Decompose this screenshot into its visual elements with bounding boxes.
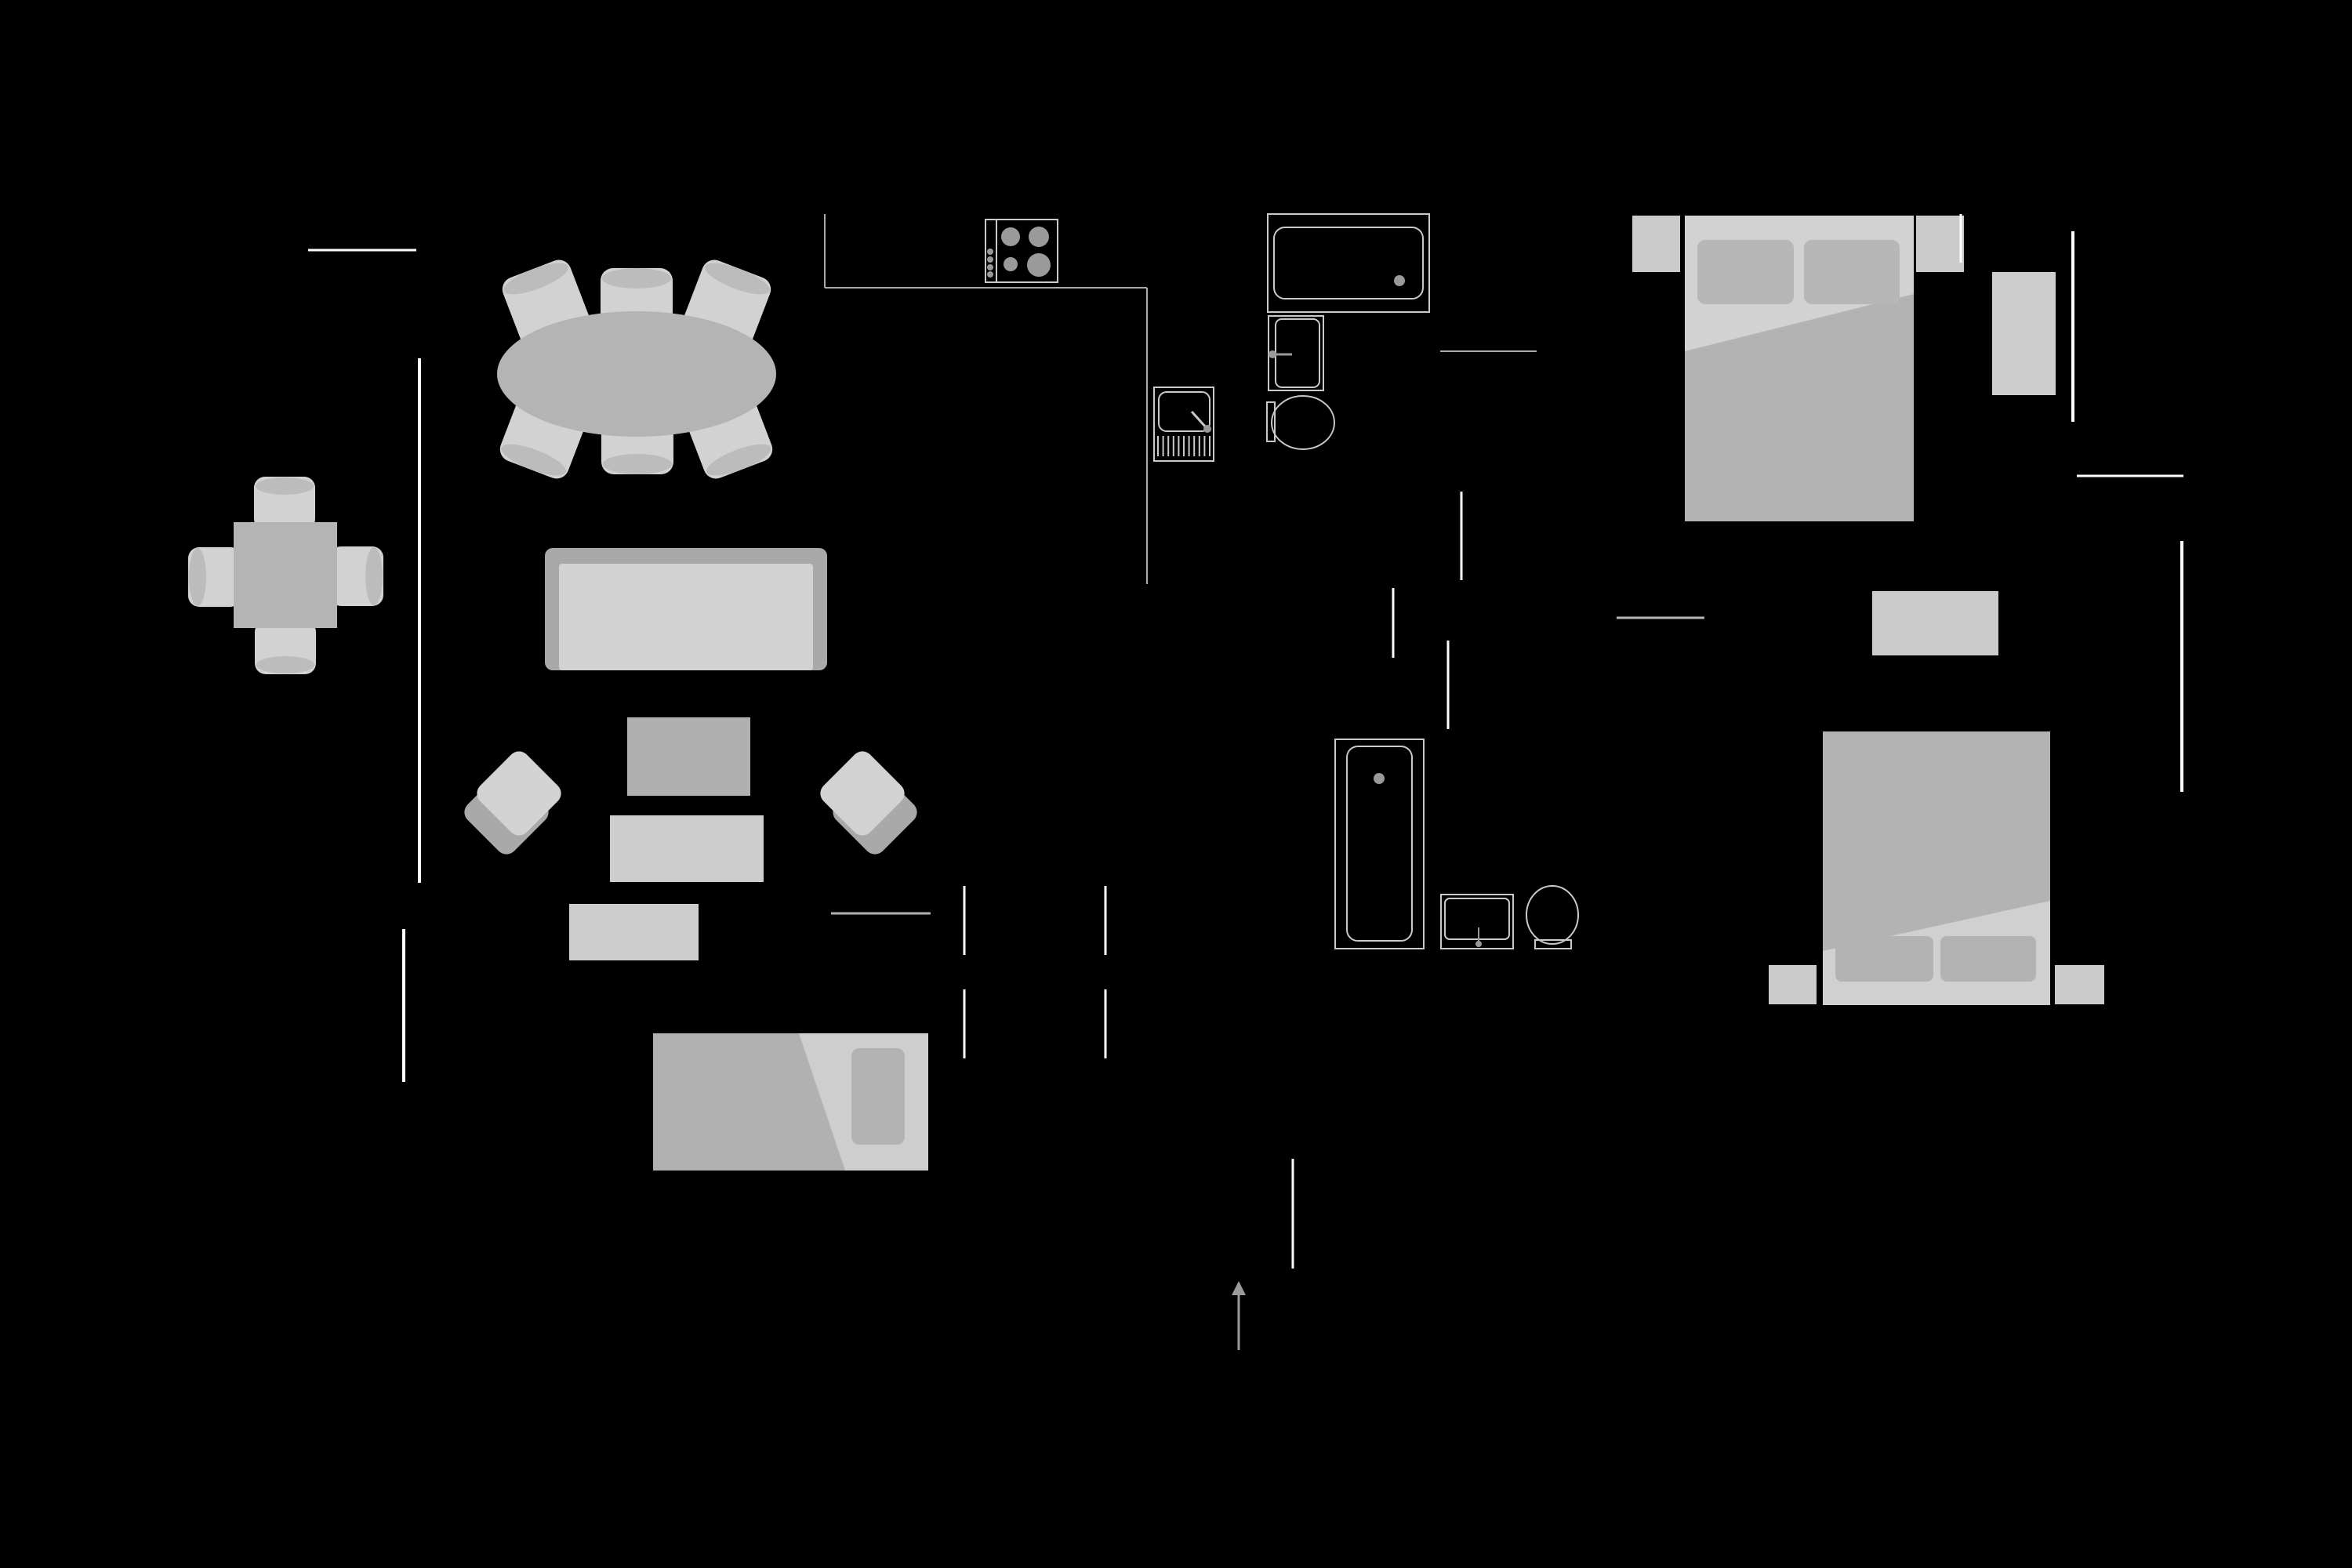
coffee-table[interactable] xyxy=(610,815,764,882)
bath2-tub-drain xyxy=(1374,773,1385,784)
stove-burner-top-right xyxy=(1029,227,1049,247)
bedroom2-nightstand-right[interactable] xyxy=(2055,965,2104,1004)
bedroom2-pillow-right xyxy=(1940,936,2036,982)
bathroom-sink-faucet-dot xyxy=(1269,350,1276,358)
bath2-sink-faucet-dot xyxy=(1475,941,1482,947)
bedroom1-nightstand-left[interactable] xyxy=(1632,216,1680,272)
bedroom1-pillow-left xyxy=(1697,240,1794,304)
entrance-arrow-head xyxy=(1232,1281,1246,1295)
bedroom3-blanket xyxy=(653,1033,845,1171)
shower-outline[interactable] xyxy=(1153,387,1214,462)
stove-knob-2 xyxy=(987,256,993,263)
bath2-sink-outline[interactable] xyxy=(1440,894,1514,949)
armchair-left-seat[interactable] xyxy=(473,747,566,840)
bedroom1-pillow-right xyxy=(1804,240,1900,304)
shower-pan xyxy=(1158,391,1210,432)
media-bench[interactable] xyxy=(569,904,699,960)
bathtub-inner xyxy=(1273,227,1424,299)
bedroom1-side-table[interactable] xyxy=(1992,272,2056,395)
bathroom-sink-outline[interactable] xyxy=(1268,315,1324,391)
armchair-right-seat[interactable] xyxy=(816,747,909,840)
sofa-seat xyxy=(559,564,813,670)
square-side-table[interactable] xyxy=(234,522,337,628)
side-chair-left[interactable] xyxy=(188,547,241,607)
stove-knob-1 xyxy=(987,249,993,255)
bedroom2-blanket xyxy=(1823,731,2050,951)
bedroom1-nightstand-right[interactable] xyxy=(1916,216,1964,272)
bath2-tub-outline[interactable] xyxy=(1334,739,1425,949)
tv-table[interactable] xyxy=(627,717,750,796)
bedroom2-dresser[interactable] xyxy=(1872,591,1998,655)
toilet-tank[interactable] xyxy=(1266,401,1276,442)
bedroom3-pillow xyxy=(851,1048,905,1145)
toilet-bowl xyxy=(1271,395,1335,450)
bath2-sink-basin xyxy=(1444,898,1510,940)
shower-arm-line xyxy=(1190,410,1208,430)
side-chair-top[interactable] xyxy=(254,477,315,530)
stove-outline[interactable] xyxy=(985,219,1058,283)
side-chair-right[interactable] xyxy=(330,546,383,606)
bedroom2-nightstand-left[interactable] xyxy=(1769,965,1817,1004)
bedroom1-blanket xyxy=(1685,294,1914,521)
bath2-tub-inner xyxy=(1346,746,1413,942)
bathtub-outline[interactable] xyxy=(1267,213,1430,313)
dining-table[interactable] xyxy=(497,311,776,437)
bedroom2-pillow-left xyxy=(1835,936,1933,982)
stove-knob-3 xyxy=(987,264,993,270)
shower-head-dot xyxy=(1203,425,1211,433)
stove-burner-bottom-left xyxy=(1004,257,1018,271)
stove-knob-4 xyxy=(987,271,993,278)
stove-burner-bottom-right xyxy=(1027,253,1051,277)
stove-burner-top-left xyxy=(1001,227,1020,246)
side-chair-bottom[interactable] xyxy=(255,621,316,674)
bath2-toilet-bowl[interactable] xyxy=(1526,885,1579,945)
bathtub-drain xyxy=(1394,275,1405,286)
shower-drain-grate xyxy=(1157,436,1210,456)
bath2-toilet-base xyxy=(1534,939,1572,949)
